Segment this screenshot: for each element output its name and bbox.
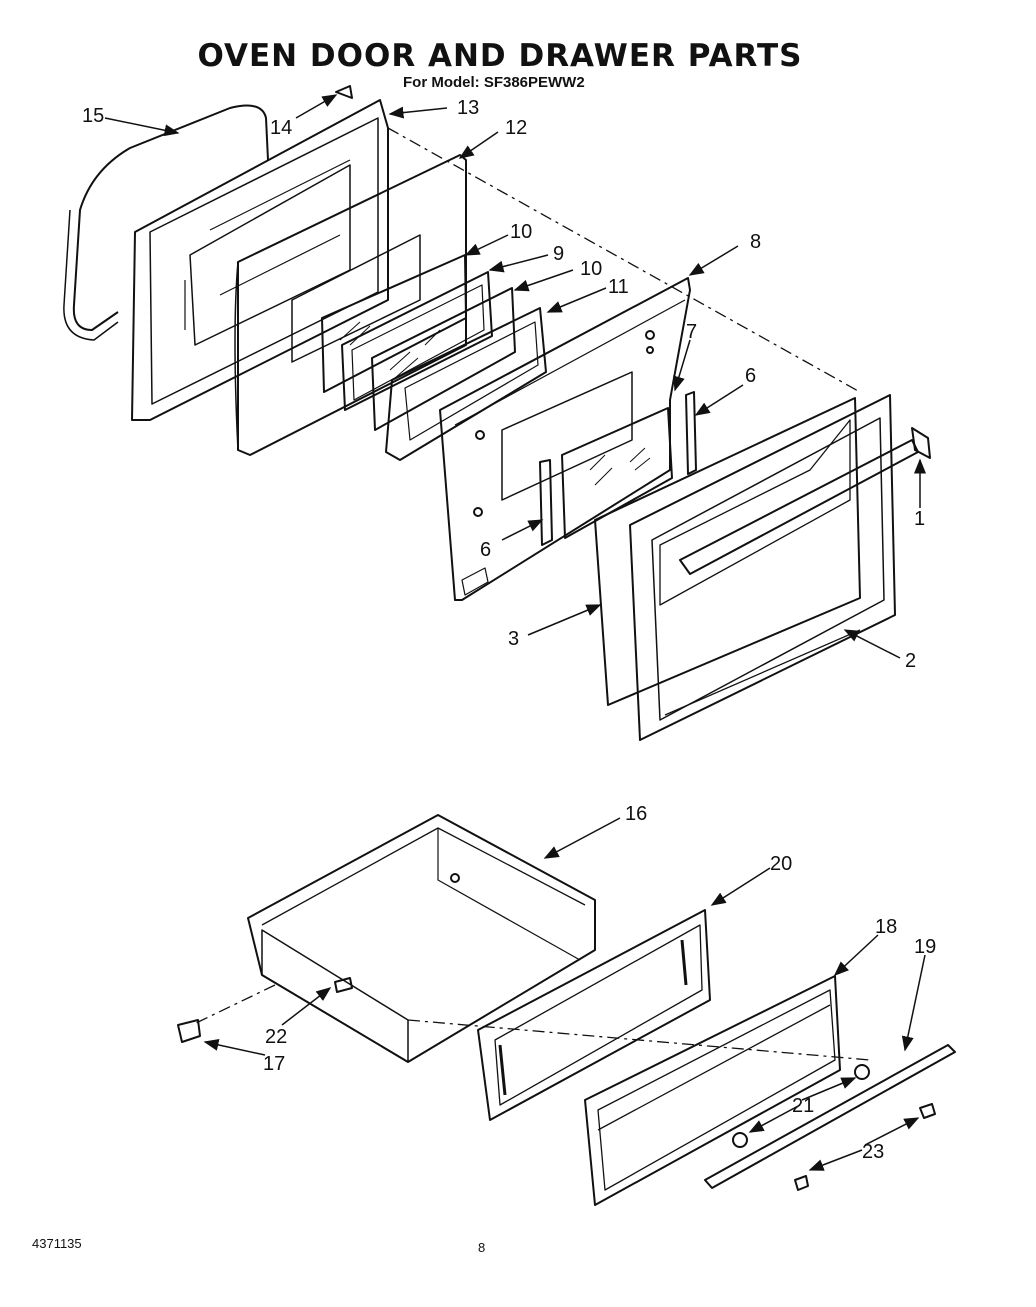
screw-part bbox=[335, 85, 353, 99]
callout-21: 21 bbox=[792, 1095, 814, 1117]
callout-20: 20 bbox=[770, 853, 792, 875]
callout-7: 7 bbox=[686, 321, 697, 343]
handle-bracket-part bbox=[911, 427, 931, 459]
outer-door-frame-part bbox=[629, 394, 919, 741]
callout-9: 9 bbox=[553, 243, 564, 265]
hinge-bracket-part-left bbox=[539, 459, 553, 546]
window-frame-part-11 bbox=[385, 307, 547, 461]
callout-11: 11 bbox=[608, 276, 629, 298]
callout-8: 8 bbox=[750, 231, 761, 253]
drawer-roller-part bbox=[334, 977, 353, 993]
callout-3: 3 bbox=[508, 628, 519, 650]
hinge-bracket-part-right bbox=[685, 391, 697, 475]
window-spacer-part-9 bbox=[341, 271, 493, 411]
callout-23: 23 bbox=[862, 1141, 884, 1163]
handle-screw-part-b bbox=[794, 1175, 809, 1191]
callout-16: 16 bbox=[625, 803, 647, 825]
drawer-front-panel-part bbox=[477, 909, 711, 1121]
drawer-glide-part bbox=[177, 1019, 201, 1043]
document-number: 4371135 bbox=[32, 1236, 82, 1251]
callout-1: 1 bbox=[914, 508, 925, 530]
inner-glass-part bbox=[561, 407, 673, 539]
callout-18: 18 bbox=[875, 916, 897, 938]
callout-12: 12 bbox=[505, 117, 527, 139]
model-subtitle: For Model: SF386PEWW2 bbox=[403, 74, 585, 91]
callout-10b: 10 bbox=[580, 258, 602, 280]
handle-screw-part-a bbox=[919, 1103, 936, 1119]
callout-15: 15 bbox=[82, 105, 104, 127]
callout-19: 19 bbox=[914, 936, 936, 958]
inner-door-liner-part bbox=[131, 99, 389, 421]
callout-17: 17 bbox=[263, 1053, 285, 1075]
callout-13: 13 bbox=[457, 97, 479, 119]
handle-spacer-part-b bbox=[854, 1064, 870, 1080]
page-number: 8 bbox=[478, 1240, 486, 1255]
handle-spacer-part-a bbox=[732, 1132, 748, 1148]
callout-14: 14 bbox=[270, 117, 292, 139]
drawer-handle-rod-part bbox=[704, 1044, 956, 1189]
page-title: OVEN DOOR AND DRAWER PARTS bbox=[197, 38, 803, 74]
drawer-body-part bbox=[247, 814, 596, 1063]
drawer-outer-panel-part bbox=[584, 975, 841, 1206]
callout-6-left: 6 bbox=[480, 539, 491, 561]
outer-door-glass-part bbox=[594, 397, 861, 706]
callout-10a: 10 bbox=[510, 221, 532, 243]
callout-6-right: 6 bbox=[745, 365, 756, 387]
callout-22: 22 bbox=[265, 1026, 287, 1048]
door-gasket-part bbox=[72, 104, 269, 331]
window-glass-part-b bbox=[371, 287, 516, 431]
callout-2: 2 bbox=[905, 650, 916, 672]
